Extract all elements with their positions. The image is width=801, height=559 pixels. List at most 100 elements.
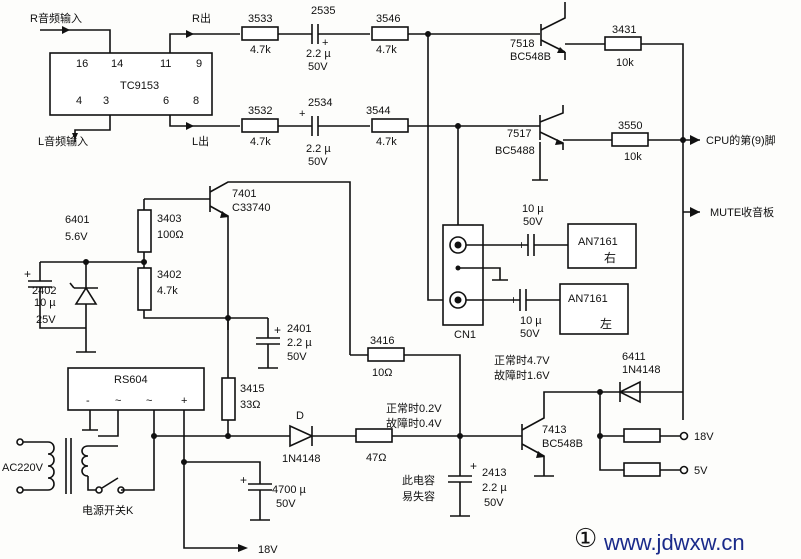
capacitor-2535-voltage: 50V (308, 61, 328, 73)
l-audio-input-label: L音频输入 (38, 134, 88, 148)
capacitor-2402-voltage: 25V (36, 314, 56, 326)
rs604-pin-plus: + (181, 395, 187, 407)
power-switch-k (101, 436, 155, 491)
resistor-3532-value: 4.7k (250, 136, 271, 148)
capacitor-2413-note-1: 此电容 (402, 473, 435, 487)
capacitor-2534-value: 2.2 µ (306, 143, 331, 155)
capacitor-2535-ref: 2535 (311, 5, 335, 17)
l-out-label: L出 (192, 134, 209, 148)
capacitor-2534 (311, 116, 319, 136)
transistor-7413-ref: 7413 (542, 424, 566, 436)
supply-5v: 5V (694, 465, 708, 477)
ic-pin-9: 9 (196, 58, 202, 70)
resistor-3544-ref: 3544 (366, 105, 390, 117)
capacitor-2413-voltage: 50V (484, 497, 504, 509)
resistor-3415-ref: 3415 (240, 383, 264, 395)
resistor-3431 (604, 36, 642, 51)
transistor-7518: 7518 BC548B 3431 10k (510, 2, 684, 420)
transistor-7413-type: BC548B (542, 438, 583, 450)
amplifier-right-side: 右 (604, 250, 616, 265)
supply-18v-bottom: 18V (258, 544, 278, 556)
r-channel-chain: 3533 4.7k 2535 + 2.2 µ 50V 3546 4.7k (241, 5, 540, 73)
cn1-body (442, 224, 484, 326)
diode-d-type: 1N4148 (282, 453, 321, 465)
resistor-3532-ref: 3532 (248, 105, 272, 117)
ic-pin-16: 16 (76, 58, 88, 70)
collector-voltage-fault: 故障时1.6V (494, 368, 550, 382)
amplifier-left-side: 左 (600, 316, 612, 331)
resistor-3402 (137, 267, 152, 311)
resistor-3415 (221, 377, 236, 421)
capacitor-4700-value: 4700 µ (272, 484, 307, 496)
resistor-3416-ref: 3416 (370, 335, 394, 347)
transistor-7401: 7401 C33740 3403 100Ω 3402 4.7k (137, 181, 351, 355)
r-audio-input-label: R音频输入 (30, 11, 82, 25)
capacitor-2401-value: 2.2 µ (287, 337, 312, 349)
resistor-47-value: 47Ω (366, 452, 386, 464)
base-voltage-fault: 故障时0.4V (386, 416, 442, 430)
capacitor-cn1-bottom-value: 10 µ (520, 315, 542, 327)
ic-pin-14: 14 (111, 58, 123, 70)
capacitor-2413: + 2413 2.2 µ 50V 此电容 易失容 (402, 436, 507, 517)
amplifier-left-box (559, 283, 629, 335)
transistor-7413: 7413 BC548B 正常时4.7V 故障时1.6V (494, 354, 683, 477)
mute-label: MUTE收音板 (710, 205, 774, 219)
transformer: AC220V 电源开关K (2, 436, 155, 517)
resistor-3402-value: 4.7k (157, 285, 178, 297)
supply-18v-right: 18V (694, 431, 714, 443)
watermark-text: www.jdwxw.cn (603, 530, 745, 555)
transistor-7518-ref: 7518 (510, 38, 534, 50)
power-switch-label: 电源开关K (82, 503, 134, 517)
capacitor-cn1-bottom (519, 289, 527, 311)
capacitor-cn1-top (527, 234, 535, 256)
resistor-3546 (371, 26, 409, 41)
capacitor-2535-value: 2.2 µ (306, 48, 331, 60)
resistor-3415-value: 33Ω (240, 399, 260, 411)
diode-6411-ref: 6411 (622, 351, 646, 363)
zener-6401-ref: 6401 (65, 214, 89, 226)
cn1-ground (458, 267, 508, 281)
ic-pin-3: 3 (103, 95, 109, 107)
r-input-arrow (62, 26, 70, 34)
resistor-3550-value: 10k (624, 151, 642, 163)
ic-tc9153: TC9153 16 14 11 9 4 3 6 8 (49, 52, 213, 116)
ic-pin-8: 8 (193, 95, 199, 107)
amplifier-right-box (567, 223, 637, 269)
capacitor-2401-voltage: 50V (287, 351, 307, 363)
capacitor-2402-value: 10 µ (34, 297, 56, 309)
capacitor-2534-voltage: 50V (308, 156, 328, 168)
svg-text:+: + (510, 293, 517, 307)
resistor-5v (623, 462, 661, 477)
resistor-3533 (241, 26, 279, 41)
svg-text:+: + (518, 238, 525, 252)
diode-d: D 1N4148 (225, 410, 356, 465)
l-out-arrow (186, 122, 194, 130)
capacitor-2401: + 2401 2.2 µ 50V (256, 318, 312, 369)
capacitor-2535-plus: + (322, 37, 328, 49)
amplifier-right-name: AN7161 (578, 236, 618, 248)
bridge-rs604: RS604 - ~ ~ + 18V (67, 367, 278, 556)
resistor-3550 (611, 132, 649, 147)
transistor-7517-ref: 7517 (507, 128, 531, 140)
l-channel-chain: 3532 4.7k 2534 + 2.2 µ 50V 3544 4.7k (241, 97, 540, 168)
cpu-arrow (690, 135, 700, 145)
capacitor-2401-ref: 2401 (287, 323, 311, 335)
resistor-3533-value: 4.7k (250, 44, 271, 56)
diode-6411: 6411 1N4148 (597, 351, 661, 404)
l-input-arrow (72, 133, 78, 140)
capacitor-2413-value: 2.2 µ (482, 482, 507, 494)
l-out-wire (169, 115, 240, 127)
capacitor-2534-ref: 2534 (308, 97, 332, 109)
r-out-wire (169, 33, 240, 53)
resistor-3416-value: 10Ω (372, 367, 392, 379)
diode-d-ref: D (296, 410, 304, 422)
capacitor-2413-ref: 2413 (482, 467, 506, 479)
capacitor-2402-ref: 2402 (32, 285, 56, 297)
rs604-pin-ac2: ~ (146, 395, 152, 407)
capacitor-2413-note-2: 易失容 (402, 489, 435, 503)
resistor-3402-ref: 3402 (157, 269, 181, 281)
figure-number: ① (574, 524, 597, 554)
ic-pin-6: 6 (163, 95, 169, 107)
